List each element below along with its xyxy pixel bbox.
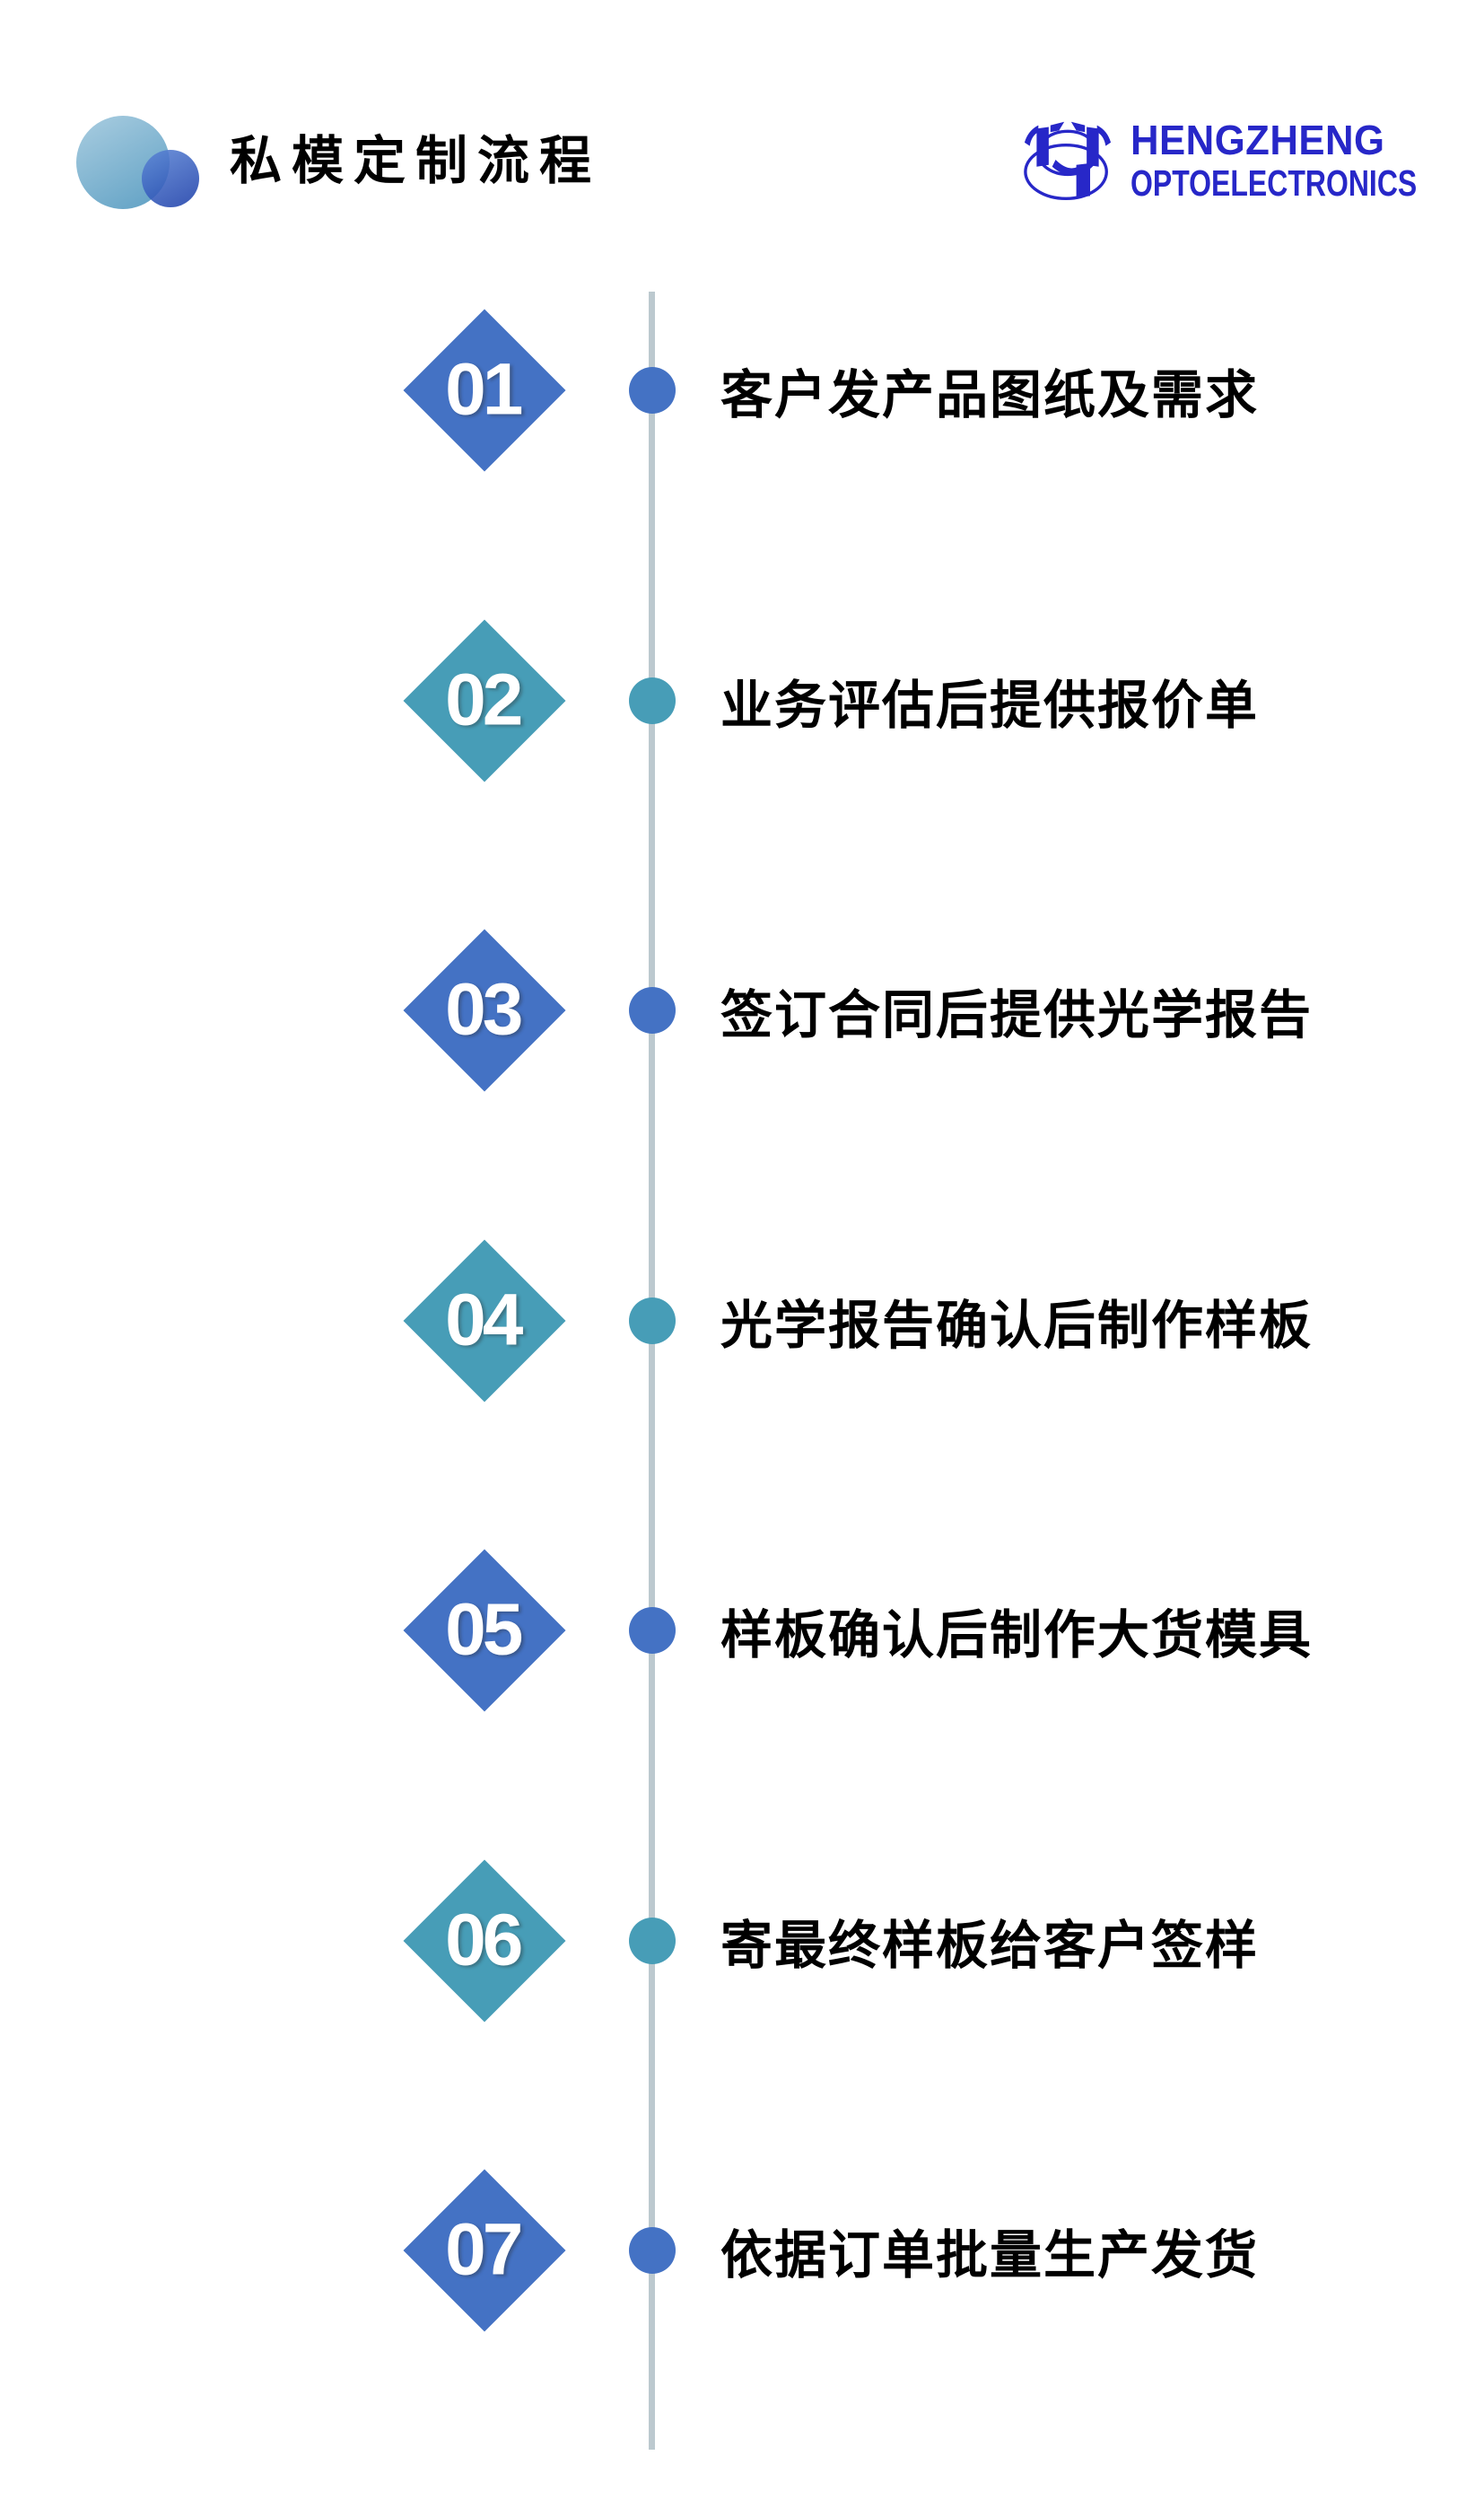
- step-label: 寄最终样板给客户签样: [720, 1917, 1260, 1975]
- process-step-7: 07 依据订单批量生产发货: [0, 2169, 1484, 2332]
- timeline-dot: [629, 1298, 676, 1344]
- timeline-dot: [629, 677, 676, 724]
- timeline-dot: [629, 367, 676, 414]
- logo-name: HENGZHENG: [1130, 117, 1385, 163]
- step-label: 光学报告确认后制作样板: [720, 1297, 1314, 1355]
- step-label: 依据订单批量生产发货: [720, 2226, 1260, 2285]
- step-number: 05: [445, 1589, 520, 1671]
- process-step-2: 02 业务评估后提供报价单: [0, 619, 1484, 782]
- logo-subtitle: OPTOELECTRONICS: [1130, 162, 1418, 204]
- step-number-diamond: 04: [403, 1239, 566, 1402]
- decorative-circle-small-icon: [142, 150, 199, 207]
- step-number: 07: [445, 2209, 520, 2291]
- process-step-5: 05 样板确认后制作大货模具: [0, 1549, 1484, 1712]
- hengzheng-emblem-icon: [1024, 121, 1112, 200]
- step-number: 01: [445, 349, 520, 431]
- process-step-3: 03 签订合同后提供光学报告: [0, 929, 1484, 1092]
- step-number: 06: [445, 1900, 520, 1981]
- step-number: 02: [445, 660, 520, 741]
- timeline-dot: [629, 2227, 676, 2274]
- step-label: 样板确认后制作大货模具: [720, 1606, 1314, 1665]
- step-number-diamond: 06: [403, 1859, 566, 2023]
- company-logo: HENGZHENG OPTOELECTRONICS: [1023, 119, 1445, 205]
- timeline-dot: [629, 1918, 676, 1964]
- timeline-dot: [629, 1607, 676, 1654]
- step-label: 客户发产品图纸及需求: [720, 366, 1260, 424]
- step-label: 业务评估后提供报价单: [720, 677, 1260, 735]
- step-label: 签订合同后提供光学报告: [720, 986, 1314, 1044]
- logo-text-block: HENGZHENG OPTOELECTRONICS: [1130, 119, 1484, 202]
- timeline-dot: [629, 987, 676, 1034]
- process-step-4: 04 光学报告确认后制作样板: [0, 1239, 1484, 1402]
- process-step-6: 06 寄最终样板给客户签样: [0, 1859, 1484, 2023]
- step-number-diamond: 05: [403, 1549, 566, 1712]
- timeline-line: [649, 292, 655, 2450]
- process-step-1: 01 客户发产品图纸及需求: [0, 309, 1484, 472]
- step-number: 04: [445, 1280, 520, 1361]
- page-title: 私模定制流程: [230, 132, 602, 190]
- step-number-diamond: 07: [403, 2169, 566, 2332]
- step-number: 03: [445, 969, 520, 1051]
- step-number-diamond: 02: [403, 619, 566, 782]
- step-number-diamond: 03: [403, 929, 566, 1092]
- step-number-diamond: 01: [403, 309, 566, 472]
